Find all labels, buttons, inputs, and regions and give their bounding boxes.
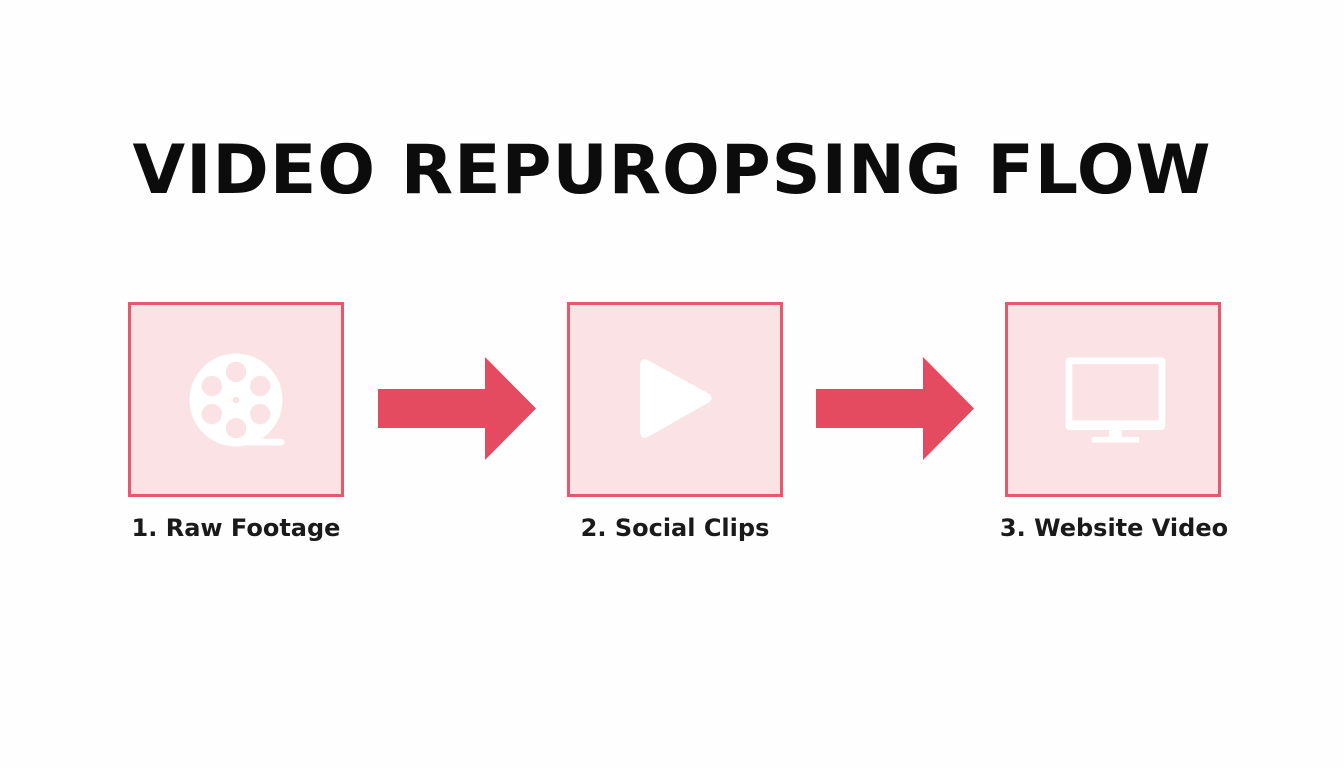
- arrow-right-icon: [378, 357, 536, 460]
- step-box-website-video: [1005, 302, 1221, 497]
- play-icon: [640, 359, 712, 438]
- arrow-right-icon: [816, 357, 974, 460]
- monitor-icon: [1065, 357, 1166, 443]
- step-box-raw-footage: [128, 302, 344, 497]
- film-reel-icon: [189, 353, 285, 447]
- step-label-raw-footage: 1. Raw Footage: [131, 514, 341, 542]
- step-label-website-video: 3. Website Video: [999, 514, 1229, 542]
- step-label-social-clips: 2. Social Clips: [580, 514, 770, 542]
- diagram-title: VIDEO REPUROPSING FLOW: [132, 131, 1212, 210]
- step-box-social-clips: [567, 302, 783, 497]
